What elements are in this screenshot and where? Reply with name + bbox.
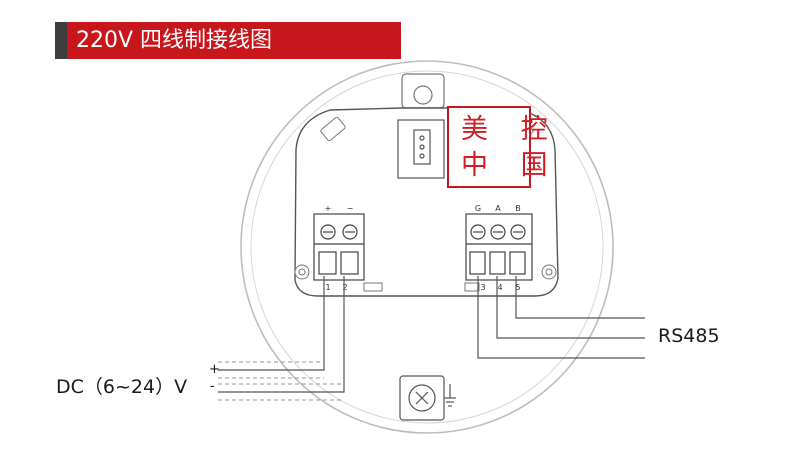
board-clip-left <box>320 116 346 142</box>
ground-screw-icon <box>399 375 456 421</box>
wire-dc-minus <box>218 276 345 393</box>
rs485-label: RS485 <box>658 325 720 347</box>
stamp-line-1: 美 控 <box>461 114 560 145</box>
dc-supply-label: DC（6~24）V <box>56 376 188 398</box>
stamp-line-2: 中 国 <box>461 150 560 181</box>
terminal-3-signal: G <box>475 204 481 213</box>
housing-outer-ring <box>240 60 614 434</box>
dc-minus-sign: - <box>210 379 215 394</box>
board-post-left <box>294 264 310 280</box>
dc-wires <box>218 276 345 393</box>
center-connector <box>397 119 445 179</box>
terminal-4-signal: A <box>495 204 501 213</box>
terminal-2-number: 2 <box>342 283 347 292</box>
board-post-right <box>541 264 557 280</box>
terminal-5-number: 5 <box>515 283 520 292</box>
terminal-1-polarity: + <box>325 204 332 213</box>
terminal-1-number: 1 <box>325 283 330 292</box>
watermark-stamp: 美 控 中 国 <box>447 106 560 188</box>
terminal-2-polarity: − <box>347 204 354 213</box>
wire-a <box>496 276 645 339</box>
terminal-5-signal: B <box>515 204 521 213</box>
dc-plus-sign: + <box>209 362 220 377</box>
wire-dc-plus <box>218 276 325 371</box>
title-banner <box>55 22 401 59</box>
top-mounting-tab <box>401 73 445 109</box>
power-terminal-block <box>313 213 365 281</box>
wire-g <box>477 276 645 359</box>
page-title: 220V 四线制接线图 <box>76 28 273 53</box>
rs485-wires <box>477 276 645 359</box>
title-banner-accent <box>55 22 67 59</box>
comm-terminal-block <box>465 213 533 281</box>
dc-dashed-leads <box>218 361 344 401</box>
terminal-3-number: 3 <box>480 283 485 292</box>
wire-b <box>515 276 645 319</box>
housing-inner-ring <box>250 70 604 424</box>
terminal-4-number: 4 <box>497 283 502 292</box>
board-bottom-strip <box>363 282 480 292</box>
